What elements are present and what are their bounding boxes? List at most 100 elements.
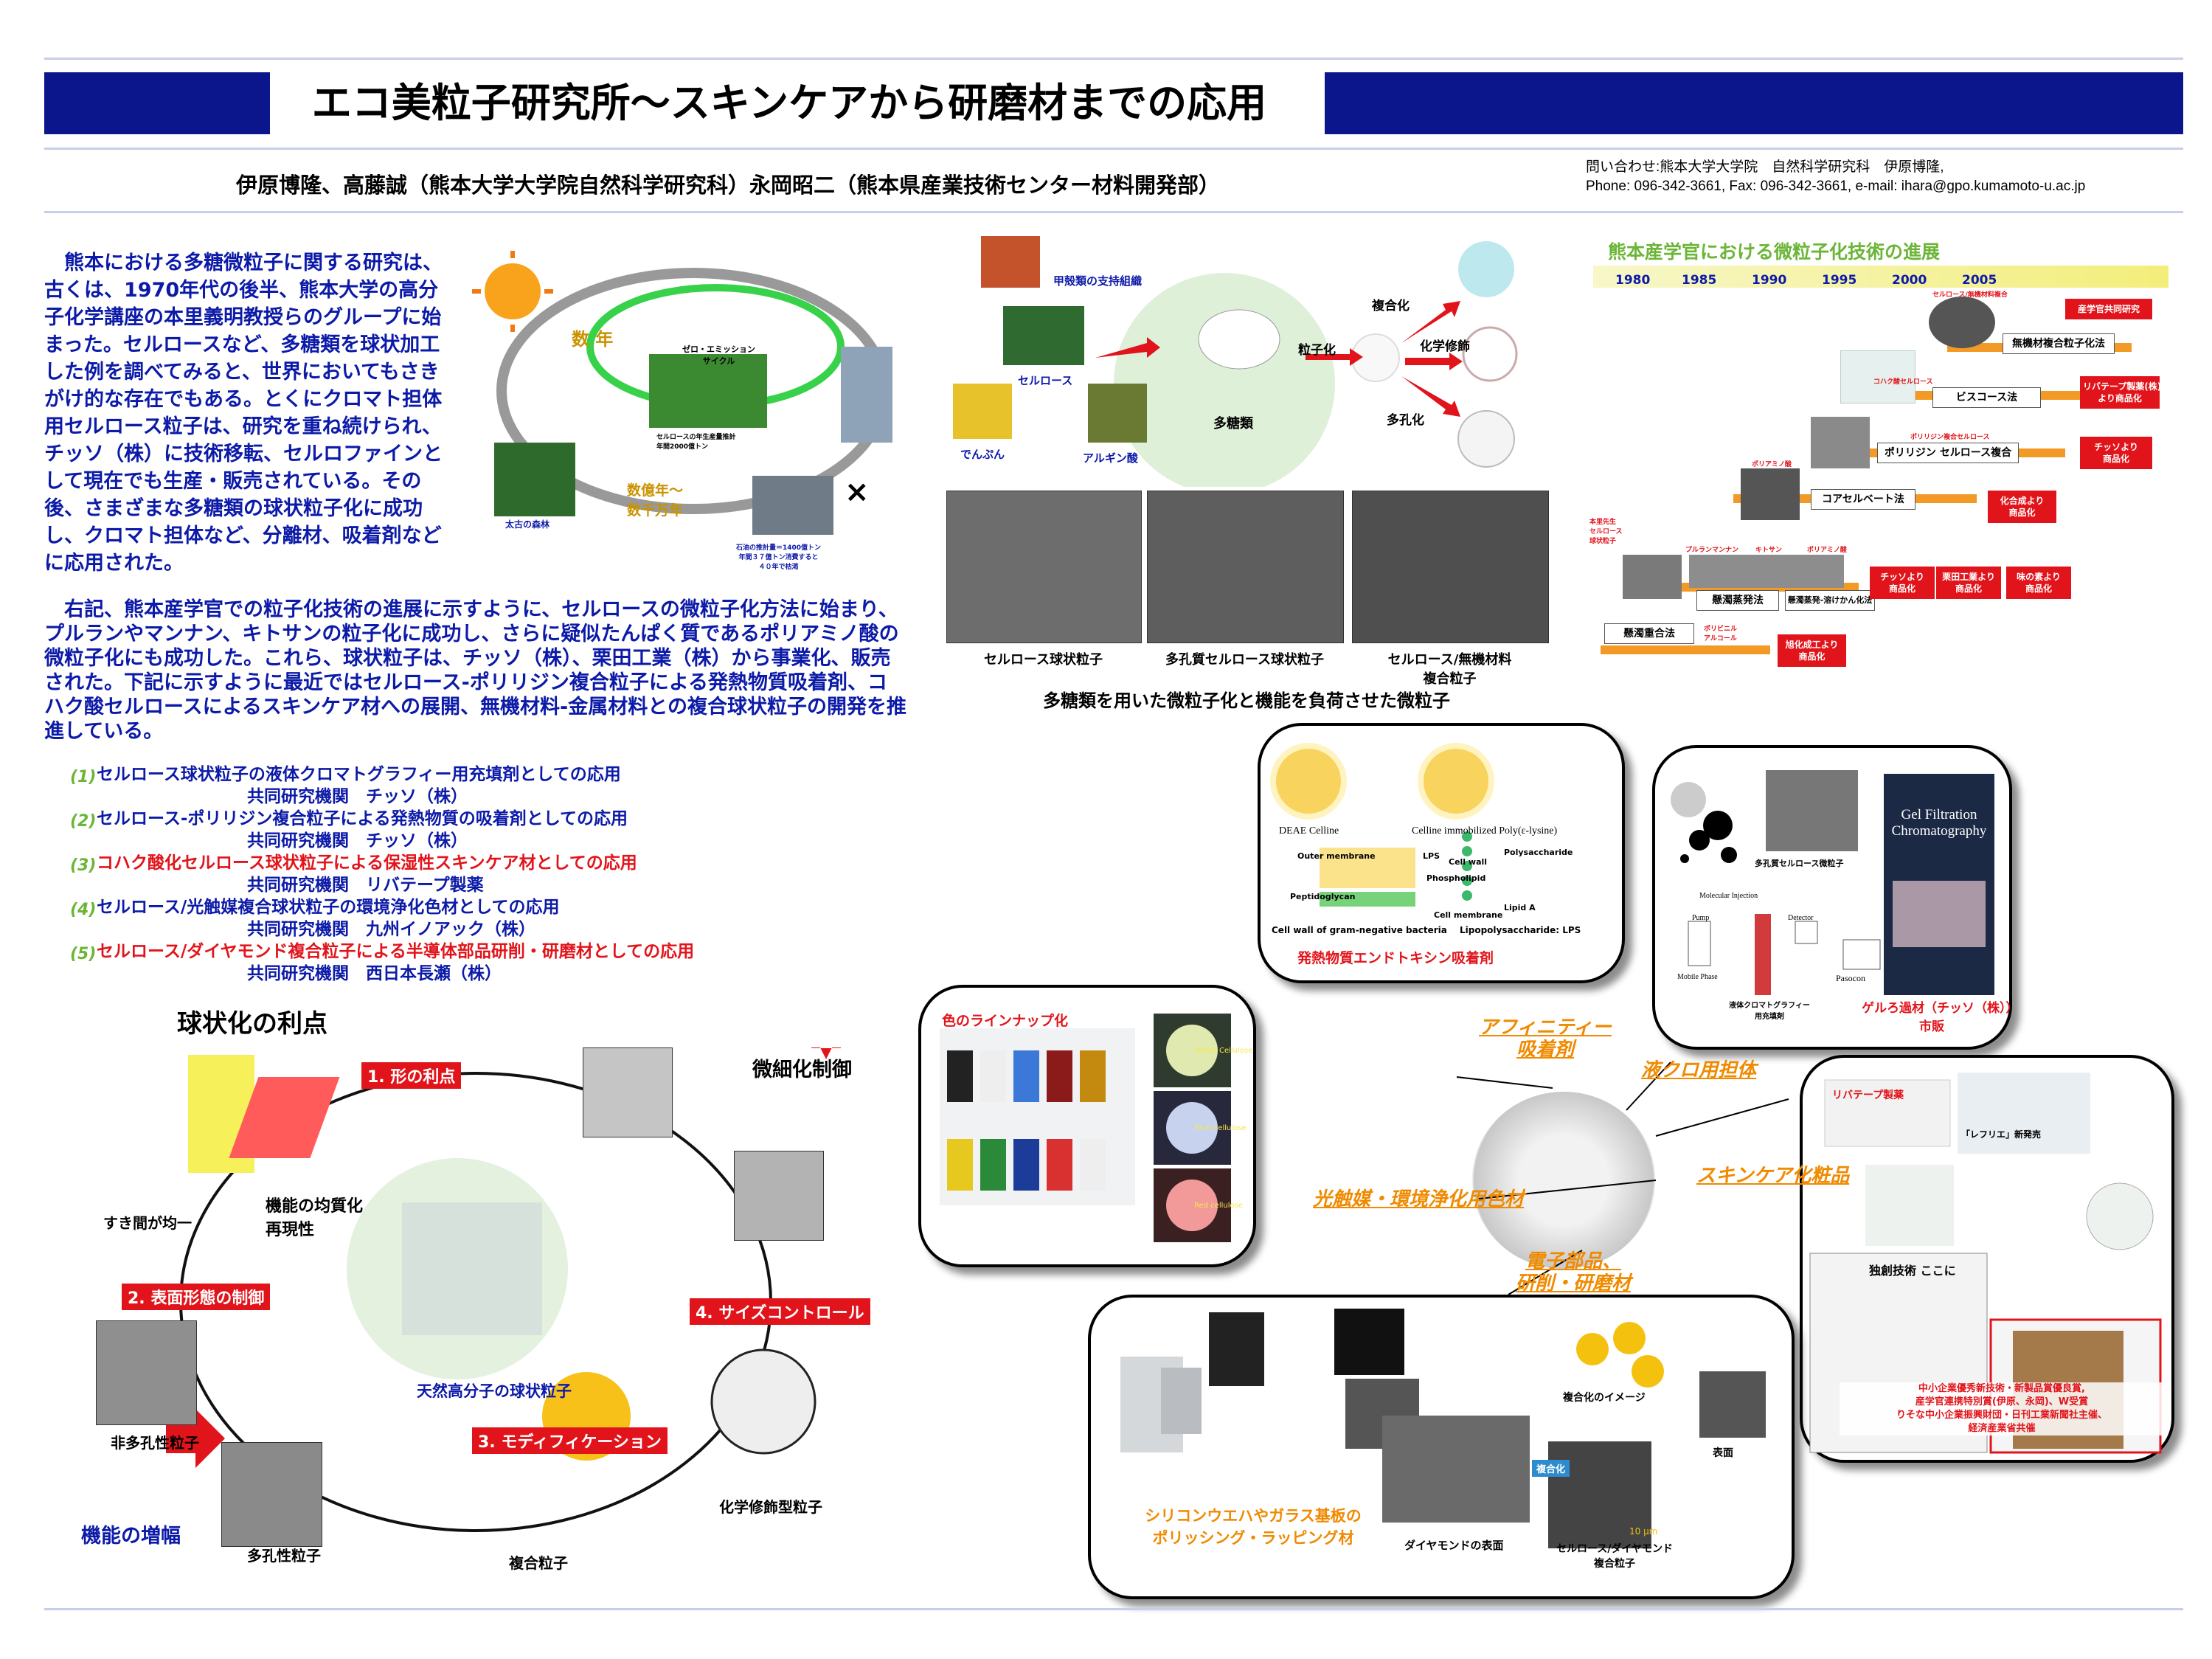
color-lineup-graphic: [940, 1014, 1231, 1242]
source-starch: でんぷん: [960, 448, 1005, 461]
endotoxin-title: 発熱物質エンドトキシン吸着剤: [1297, 950, 1494, 966]
endo-lipid-a: Lipid A: [1504, 903, 1536, 912]
cell-wall-label: Cell wall of gram-negative bacteria: [1272, 925, 1447, 935]
tag-chisso-2: チッソより 商品化: [1870, 567, 1935, 599]
timeline-img-polyamino: [1741, 468, 1800, 520]
contact-line-1: 問い合わせ:熊本大学大学院 自然科学研究科 伊原博隆,: [1586, 159, 1944, 175]
sem-small-particles-image: [583, 1047, 673, 1137]
small-label-succinic: コハク酸セルロース: [1873, 378, 1933, 386]
award-text: 中小企業優秀新技術・新製品賞優良賞, 産学官連携特別賞(伊原、永岡)、W受賞 り…: [1840, 1382, 2164, 1435]
application-partner: 共同研究機関 チッソ（株）: [247, 787, 468, 806]
years-short-label: 数 年: [572, 329, 614, 350]
sem-nonporous-image: [96, 1320, 197, 1425]
endo-outer-membrane: Outer membrane: [1297, 851, 1376, 861]
application-text: コハク酸化セルロース球状粒子による保湿性スキンケア材としての応用: [97, 853, 637, 873]
polysaccharide-diagram: 甲殻類の支持組織 セルロース でんぷん アルギン酸 多糖類 粒子化 複合化 化学…: [944, 236, 1519, 494]
tag-kasei: 化合成より 商品化: [1988, 491, 2056, 523]
oil-caption: 石油の推計量＝1400億トン 年間３７億トン消費すると ４０年で枯渇: [736, 544, 822, 571]
timeline-img-honri: [1623, 555, 1682, 599]
timeline-arrow-1: [1601, 645, 1770, 654]
miniaturization-label: 微細化制御: [752, 1059, 852, 1081]
application-item: (4)セルロース/光触媒複合球状粒子の環境浄化色材としての応用: [70, 896, 881, 919]
applications-list: (1)セルロース球状粒子の液体クロマトグラフィー用充填剤としての応用共同研究機関…: [70, 763, 881, 985]
application-text: セルロース-ポリリジン複合粒子による発熱物質の吸着剤としての応用: [97, 809, 628, 828]
intro-paragraph-1: 熊本における多糖微粒子に関する研究は、古くは、1970年代の後半、熊本大学の高分…: [44, 252, 443, 575]
timeline-img-polylysine: [1811, 417, 1870, 468]
functional-uniform-label: 機能の均質化 再現性: [266, 1197, 364, 1239]
application-number: (1): [70, 768, 97, 786]
gap-uniform-label: すき間が均一: [103, 1214, 192, 1232]
link-electronics[interactable]: 電子部品、 研削・研磨材: [1516, 1250, 1632, 1295]
timeline-img-viscose: [1840, 350, 1915, 404]
central-particle: [1471, 1092, 1656, 1269]
polishing-box: シリコンウエハやガラス基板の ポリッシング・ラッピング材 ダイヤモンドの表面 複…: [1088, 1295, 1795, 1599]
contact-line-2: Phone: 096-342-3661, Fax: 096-342-3661, …: [1586, 179, 2086, 194]
authors: 伊原博隆、高藤誠（熊本大学大学院自然科学研究科）永岡昭二（熊本県産業技術センター…: [236, 173, 1221, 198]
lc-packing-label: 液体クロマトグラフィー用充填剤: [1729, 1002, 1810, 1021]
sem-cellulose-image: [946, 491, 1142, 643]
lc-support-box: 多孔質セルロース微粒子 Molecular Injection Pump Det…: [1652, 745, 2019, 1050]
color-lineup-box: 色のラインナップ化 Yellow Cellulose Blue Cellulos…: [918, 985, 1256, 1267]
source-alginate: アルギン酸: [1083, 451, 1138, 465]
diamond-surface-label: ダイヤモンドの表面: [1404, 1539, 1504, 1552]
timeline-img-composite: [1929, 297, 1995, 348]
function-porous: 多孔化: [1387, 413, 1424, 428]
tag-joint-research: 産学官共同研究: [2065, 299, 2152, 319]
advantages-diagram: [96, 1030, 859, 1564]
tag-chisso-1: チッソより 商品化: [2080, 437, 2152, 469]
surface-label: 表面: [1713, 1447, 1733, 1459]
link-affinity[interactable]: アフィニティー 吸着剤: [1479, 1016, 1612, 1061]
advantage-tag-shape: 1. 形の利点: [361, 1062, 462, 1089]
small-label-chitosan: キトサン: [1755, 547, 1783, 554]
year-1990: 1990: [1752, 273, 1787, 288]
advantages-title: 球状化の利点: [177, 1009, 327, 1039]
link-skincare[interactable]: スキンケア化粧品: [1696, 1165, 1850, 1187]
sem-label-porous: 多孔質セルロース球状粒子: [1165, 652, 1325, 668]
method-viscose: ビスコース法: [1932, 387, 2041, 408]
timeline-img-row: [1689, 555, 1844, 588]
forest-caption: セルロースの年生産量推計 年間2000億トン: [656, 434, 736, 451]
lps-label: Lipopolysaccharide: LPS: [1460, 925, 1581, 935]
application-item: (5)セルロース/ダイヤモンド複合粒子による半導体部品研削・研磨材としての応用: [70, 941, 881, 963]
small-label-pullulan: プルランマンナン: [1685, 547, 1739, 554]
polysaccharide-graphic: [953, 236, 1518, 494]
application-number: (2): [70, 812, 97, 831]
timeline-band: [1593, 266, 2168, 288]
chemical-modified-label: 化学修飾型粒子: [719, 1498, 822, 1516]
advantage-tag-size: 4. サイズコントロール: [690, 1298, 870, 1325]
celline-pl-label: Celline immobilized Poly(ε-lysine): [1412, 825, 1558, 837]
endo-cell-wall: Cell wall: [1449, 857, 1488, 867]
method-polylysine: ポリリジン セルロース複合: [1877, 443, 2019, 463]
tag-ajinomoto: 味の素より 商品化: [2006, 567, 2071, 599]
lc-mobile-phase-label: Mobile Phase: [1677, 973, 1718, 981]
tag-rivatape: リバテープ製薬(株) より商品化: [2080, 376, 2161, 409]
composite-tag: 複合化: [1532, 1460, 1570, 1477]
endo-polysaccharide: Polysaccharide: [1504, 848, 1573, 857]
fluor-red: Red cellulose: [1194, 1202, 1243, 1210]
skincare-brand: リバテープ製薬: [1832, 1090, 1904, 1101]
endotoxin-graphic: [1270, 743, 1494, 907]
application-number: (3): [70, 856, 97, 875]
application-text: セルロース/光触媒複合球状粒子の環境浄化色材としての応用: [97, 898, 560, 917]
gel-book-title: Gel Filtration Chromatography: [1891, 807, 1987, 839]
header-bar-right: [1325, 72, 2183, 134]
year-2005: 2005: [1962, 273, 1997, 288]
skincare-box: リバテープ製薬 「レフリエ」新発売 独創技術 ここに 中小企業優秀新技術・新製品…: [1800, 1055, 2174, 1463]
tag-asahi: 旭化成工より 商品化: [1778, 634, 1846, 667]
contact-info: 問い合わせ:熊本大学大学院 自然科学研究科 伊原博隆, Phone: 096-3…: [1586, 158, 2085, 196]
sem-label-composite: セルロース/無機材料 複合粒子: [1387, 652, 1512, 687]
small-label-polyamino-2: ポリアミノ酸: [1807, 547, 1847, 554]
ancient-forest-label: 太古の森林: [505, 519, 550, 530]
sem-size-control-image: [734, 1151, 824, 1241]
lc-graphic: [1671, 770, 1994, 995]
method-evaporation-saponify: 懸濁蒸発-溶けかん化法: [1785, 590, 1875, 611]
timeline-title: 熊本産学官における微粒子化技術の進展: [1608, 241, 1941, 263]
natural-particle-label: 天然高分子の球状粒子: [417, 1382, 572, 1400]
title-rule: [44, 148, 2183, 150]
years-long-label: 数億年〜 数千万年: [627, 482, 684, 519]
composite-image-label: 複合化のイメージ: [1563, 1392, 1646, 1404]
link-photocatalyst[interactable]: 光触媒・環境浄化用色材: [1313, 1188, 1525, 1211]
endotoxin-box: DEAE Celline Celline immobilized Poly(ε-…: [1258, 723, 1625, 983]
polishing-graphic: [1120, 1309, 1766, 1548]
link-lc-support[interactable]: 液クロ用担体: [1641, 1059, 1757, 1081]
